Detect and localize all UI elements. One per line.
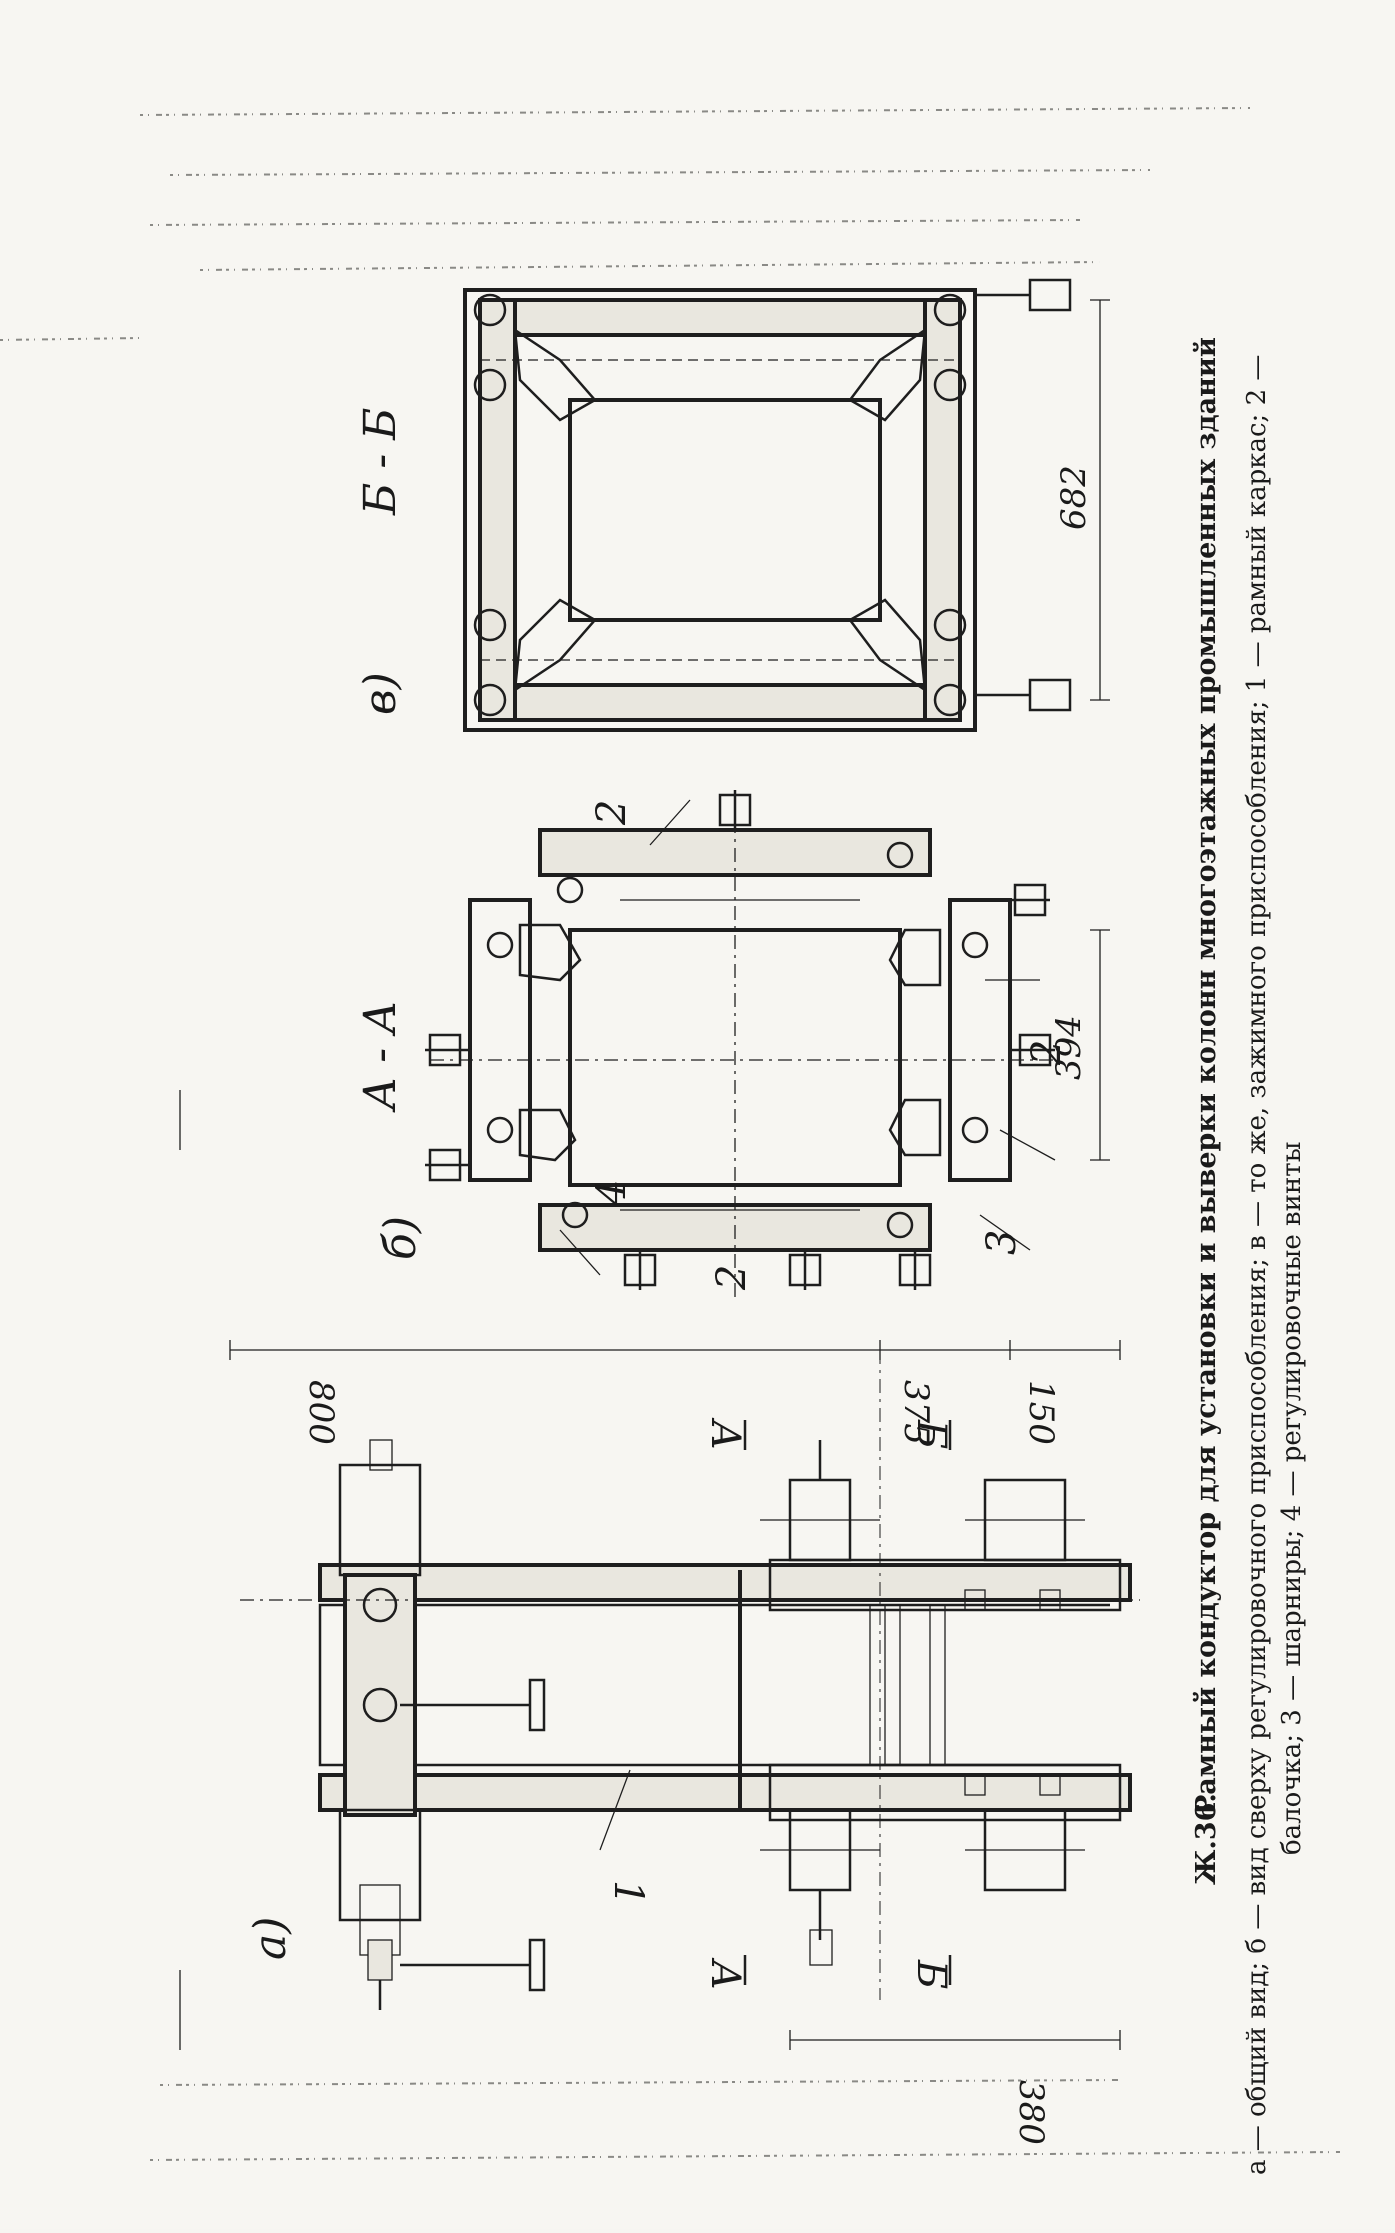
view-c-letter: в) bbox=[355, 672, 406, 715]
caption-legend-line-2: балочка; 3 — шарниры; 4 — регулировочные… bbox=[1277, 1142, 1307, 1855]
section-mark-a-top: А bbox=[702, 1417, 748, 1450]
dim-394: 394 bbox=[1049, 1015, 1089, 1080]
view-c-section-title: Б - Б bbox=[355, 407, 406, 516]
view-b-section-aa: б) А - А 394 2 2 2 3 4 bbox=[355, 790, 1110, 1300]
callout-4: 4 bbox=[589, 1180, 635, 1206]
callout-1: 1 bbox=[605, 1880, 651, 1905]
view-c-section-bb: в) Б - Б 682 bbox=[355, 278, 1110, 732]
callout-3: 3 bbox=[979, 1230, 1025, 1255]
dim-375: 375 bbox=[896, 1380, 936, 1445]
scan-noise bbox=[0, 107, 1341, 2161]
caption-legend-line-1: а — общий вид; б — вид сверху регулирово… bbox=[1242, 355, 1272, 2175]
callout-2-right: 2 bbox=[1024, 1040, 1070, 1066]
caption-title: Рамный кондуктор для установки и выверки… bbox=[1191, 337, 1222, 1815]
section-mark-b-top: Б bbox=[908, 1419, 954, 1449]
dim-150: 150 bbox=[1021, 1380, 1061, 1445]
callout-2-bottom: 2 bbox=[709, 1265, 755, 1291]
section-mark-b-bottom: Б bbox=[908, 1959, 954, 1989]
view-b-section-title: А - А bbox=[355, 1001, 406, 1113]
view-a-general: а) 800 375 150 380 А Б А Б 1 bbox=[179, 1090, 1140, 2145]
callout-2-top: 2 bbox=[589, 800, 635, 826]
view-a-letter: а) bbox=[245, 1917, 296, 1960]
dim-800: 800 bbox=[301, 1380, 341, 1445]
caption: Ж.36. Рамный кондуктор для установки и в… bbox=[1191, 337, 1307, 2175]
dim-380: 380 bbox=[1011, 2080, 1051, 2145]
section-mark-a-bottom: А bbox=[702, 1957, 748, 1990]
dim-682: 682 bbox=[1054, 465, 1094, 530]
view-b-letter: б) bbox=[375, 1216, 426, 1260]
caption-number: Ж.36. bbox=[1191, 1793, 1222, 1885]
